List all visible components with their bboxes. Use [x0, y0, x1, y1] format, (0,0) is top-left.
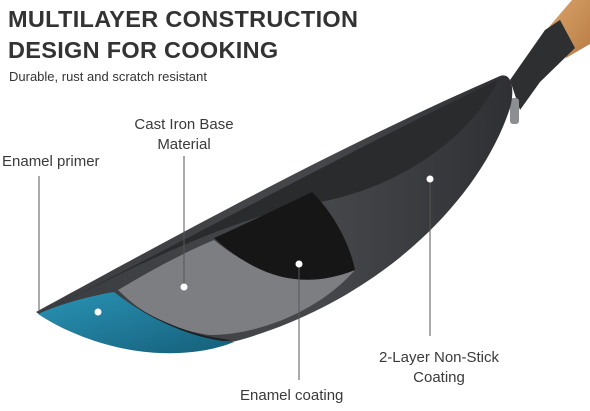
- label-enamel-coating: Enamel coating: [240, 387, 344, 404]
- dot-enamel-primer: [94, 308, 102, 316]
- dot-enamel-coating: [295, 260, 303, 268]
- handle-neck: [510, 20, 575, 110]
- label-nonstick-line1: 2-Layer Non-Stick: [378, 349, 500, 366]
- label-nonstick: 2-Layer Non-Stick Coating: [356, 348, 522, 388]
- title-line-2: DESIGN FOR COOKING: [8, 37, 279, 63]
- label-cast-iron-line1: Cast Iron Base: [134, 116, 234, 133]
- cast-iron-layer: [118, 240, 355, 335]
- subtitle: Durable, rust and scratch resistant: [9, 69, 207, 84]
- handle-rivet: [510, 98, 519, 124]
- label-cast-iron-line2: Material: [157, 136, 211, 153]
- label-cast-iron: Cast Iron Base Material: [117, 115, 251, 155]
- label-nonstick-line2: Coating: [413, 369, 465, 386]
- label-enamel-primer: Enamel primer: [2, 153, 100, 170]
- title-line-1: MULTILAYER CONSTRUCTION: [8, 6, 359, 32]
- dot-cast-iron: [180, 283, 188, 291]
- dot-nonstick: [426, 175, 434, 183]
- pan-inner-surface: [42, 80, 498, 312]
- nonstick-layer: [214, 192, 355, 280]
- page-title: MULTILAYER CONSTRUCTION DESIGN FOR COOKI…: [8, 4, 358, 66]
- enamel-primer-layer: [38, 292, 234, 354]
